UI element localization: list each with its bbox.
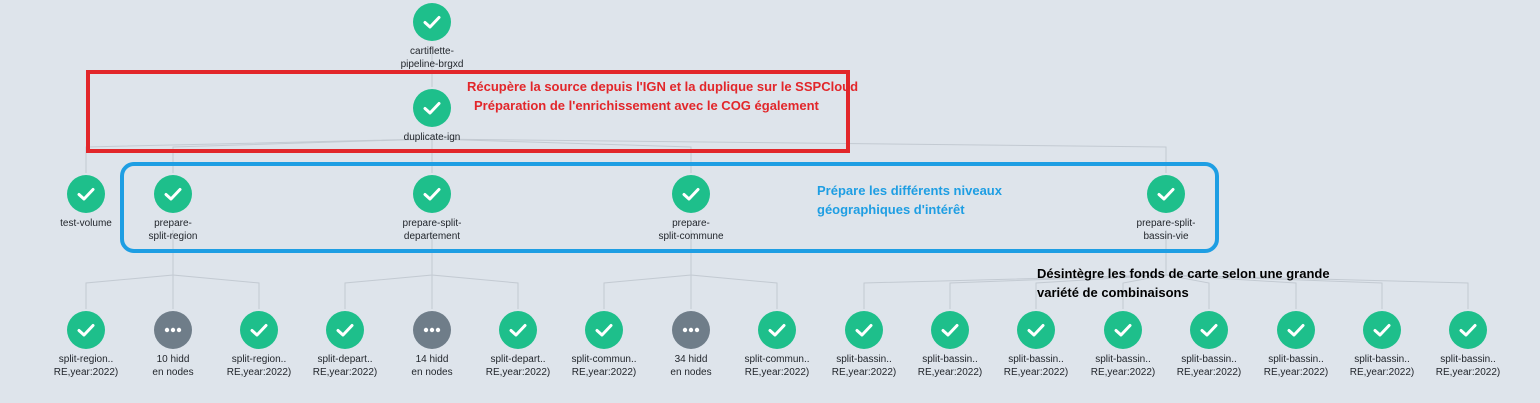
annotation-red-line1: Récupère la source depuis l'IGN et la du… bbox=[467, 79, 859, 94]
node-c1[interactable] bbox=[585, 311, 623, 349]
node-label-b7: split-bassin.. RE,year:2022) bbox=[1349, 354, 1415, 378]
node-b8[interactable] bbox=[1449, 311, 1487, 349]
annotation-red-box bbox=[86, 70, 850, 153]
node-label-b2: split-bassin.. RE,year:2022) bbox=[917, 354, 983, 378]
node-label-r1: split-region.. RE,year:2022) bbox=[53, 354, 119, 378]
node-label-root: cartiflette- pipeline-brgxd bbox=[400, 46, 464, 70]
check-icon bbox=[77, 187, 95, 201]
node-label-r_h: 10 hidd en nodes bbox=[152, 354, 194, 378]
node-dup[interactable] bbox=[413, 89, 451, 127]
node-root[interactable] bbox=[413, 3, 451, 41]
ellipsis-icon bbox=[682, 327, 700, 333]
check-icon bbox=[423, 15, 441, 29]
node-label-c_h: 34 hidd en nodes bbox=[670, 354, 712, 378]
node-b4[interactable] bbox=[1104, 311, 1142, 349]
annotation-blue-line1: Prépare les différents niveaux bbox=[817, 183, 1002, 198]
check-icon bbox=[423, 101, 441, 115]
check-icon bbox=[164, 187, 182, 201]
check-icon bbox=[855, 323, 873, 337]
node-b7[interactable] bbox=[1363, 311, 1401, 349]
node-p_dep[interactable] bbox=[413, 175, 451, 213]
node-label-d2: split-depart.. RE,year:2022) bbox=[485, 354, 551, 378]
node-label-b5: split-bassin.. RE,year:2022) bbox=[1176, 354, 1242, 378]
node-label-dup: duplicate-ign bbox=[403, 132, 461, 143]
node-d1[interactable] bbox=[326, 311, 364, 349]
check-icon bbox=[941, 323, 959, 337]
node-label-p_reg: prepare- split-region bbox=[148, 218, 198, 242]
check-icon bbox=[1200, 323, 1218, 337]
check-icon bbox=[682, 187, 700, 201]
node-label-tv: test-volume bbox=[60, 218, 112, 229]
annotation-blue-box bbox=[120, 162, 1219, 253]
check-icon bbox=[1114, 323, 1132, 337]
node-label-r2: split-region.. RE,year:2022) bbox=[226, 354, 292, 378]
node-label-d_h: 14 hidd en nodes bbox=[411, 354, 453, 378]
node-c2[interactable] bbox=[758, 311, 796, 349]
node-label-b4: split-bassin.. RE,year:2022) bbox=[1090, 354, 1156, 378]
check-icon bbox=[423, 187, 441, 201]
check-icon bbox=[1373, 323, 1391, 337]
node-label-p_bas: prepare-split- bassin-vie bbox=[1136, 218, 1196, 242]
annotation-red-line2: Préparation de l'enrichissement avec le … bbox=[474, 98, 819, 113]
check-icon bbox=[250, 323, 268, 337]
ellipsis-icon bbox=[423, 327, 441, 333]
check-icon bbox=[1157, 187, 1175, 201]
node-r_h[interactable] bbox=[154, 311, 192, 349]
ellipsis-icon bbox=[164, 327, 182, 333]
check-icon bbox=[336, 323, 354, 337]
node-label-b3: split-bassin.. RE,year:2022) bbox=[1003, 354, 1069, 378]
node-b3[interactable] bbox=[1017, 311, 1055, 349]
node-c_h[interactable] bbox=[672, 311, 710, 349]
check-icon bbox=[77, 323, 95, 337]
node-label-p_dep: prepare-split- departement bbox=[402, 218, 462, 242]
node-d_h[interactable] bbox=[413, 311, 451, 349]
node-label-c1: split-commun.. RE,year:2022) bbox=[571, 354, 637, 378]
annotation-black-line1: Désintègre les fonds de carte selon une … bbox=[1037, 266, 1330, 281]
node-tv[interactable] bbox=[67, 175, 105, 213]
node-p_reg[interactable] bbox=[154, 175, 192, 213]
node-p_com[interactable] bbox=[672, 175, 710, 213]
node-label-c2: split-commun.. RE,year:2022) bbox=[744, 354, 810, 378]
annotation-blue-line2: géographiques d'intérêt bbox=[817, 202, 965, 217]
check-icon bbox=[509, 323, 527, 337]
node-label-b6: split-bassin.. RE,year:2022) bbox=[1263, 354, 1329, 378]
node-p_bas[interactable] bbox=[1147, 175, 1185, 213]
annotation-black-line2: variété de combinaisons bbox=[1037, 285, 1189, 300]
node-d2[interactable] bbox=[499, 311, 537, 349]
check-icon bbox=[1287, 323, 1305, 337]
node-b5[interactable] bbox=[1190, 311, 1228, 349]
node-b1[interactable] bbox=[845, 311, 883, 349]
node-label-b1: split-bassin.. RE,year:2022) bbox=[831, 354, 897, 378]
check-icon bbox=[768, 323, 786, 337]
node-label-p_com: prepare- split-commune bbox=[658, 218, 724, 242]
node-r1[interactable] bbox=[67, 311, 105, 349]
edge-dup-to-p_bas bbox=[431, 138, 1167, 173]
check-icon bbox=[1027, 323, 1045, 337]
node-label-d1: split-depart.. RE,year:2022) bbox=[312, 354, 378, 378]
node-b6[interactable] bbox=[1277, 311, 1315, 349]
check-icon bbox=[595, 323, 613, 337]
node-r2[interactable] bbox=[240, 311, 278, 349]
node-b2[interactable] bbox=[931, 311, 969, 349]
check-icon bbox=[1459, 323, 1477, 337]
node-label-b8: split-bassin.. RE,year:2022) bbox=[1435, 354, 1501, 378]
